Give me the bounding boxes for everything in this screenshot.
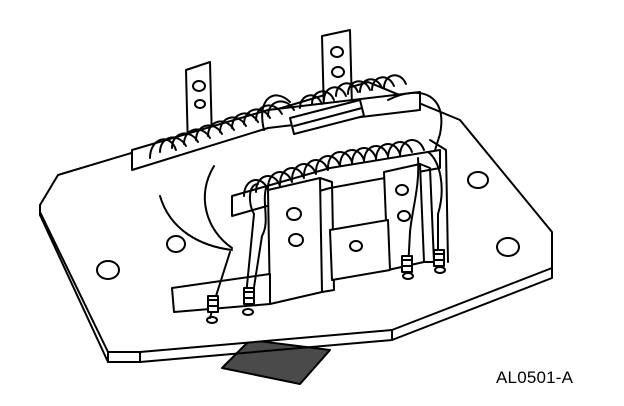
- thermal-fuse: [289, 99, 365, 135]
- mounting-flange-shadow: [221, 339, 331, 385]
- upper-resistor-coil: [149, 74, 407, 159]
- mounting-hole-upper-right: [467, 171, 489, 189]
- connector-wire-loop: [261, 94, 291, 131]
- connector-wire-right: [387, 91, 443, 161]
- front-terminal-block-right: [329, 163, 435, 281]
- figure-code-label: AL0501-A: [496, 368, 574, 387]
- mounting-hole-right: [496, 237, 520, 257]
- crimp-connectors: [207, 249, 445, 313]
- coil-leads-front-right: [407, 139, 449, 271]
- connector-wire-left: [203, 165, 233, 249]
- connector-wire-left-outer: [159, 195, 233, 251]
- rivet-pads: [206, 266, 446, 324]
- mounting-holes: [96, 171, 520, 280]
- lower-resistor-coil: [243, 139, 425, 197]
- mounting-hole-inner-left: [166, 235, 186, 253]
- mounting-hole-left: [96, 260, 120, 280]
